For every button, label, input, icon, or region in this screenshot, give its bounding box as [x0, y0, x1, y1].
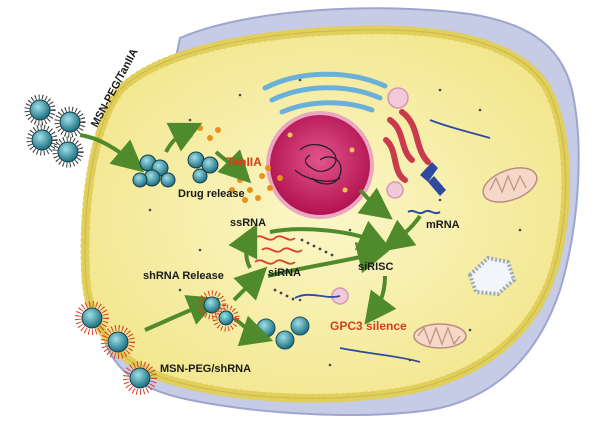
nucleus — [266, 111, 374, 219]
label-gpc3-silence: GPC3 silence — [330, 319, 407, 333]
mrna-strand — [339, 347, 421, 363]
vesicle — [387, 87, 409, 109]
label-sirna: siRNA — [268, 267, 301, 279]
pathway-arrows — [79, 122, 422, 347]
label-shrna-release: shRNA Release — [143, 270, 224, 282]
vesicle — [386, 181, 404, 199]
label-taniia: TanIIA — [226, 155, 262, 169]
sirna-dots — [273, 238, 334, 301]
mrna-strand — [407, 209, 441, 215]
mitochondrion — [413, 323, 467, 349]
mrna-strand — [294, 293, 341, 299]
golgi-apparatus — [262, 71, 388, 115]
label-sirisc: siRISC — [358, 261, 394, 273]
label-msn-peg-shrna: MSN-PEG/shRNA — [160, 363, 251, 375]
ssrna-strands — [254, 235, 303, 265]
lysosome — [467, 255, 517, 297]
mrna-strand — [429, 119, 491, 139]
internalized-nanoparticle-cluster — [132, 151, 219, 188]
endoplasmic-reticulum — [383, 109, 431, 183]
msn-peg-taniia-nanoparticles — [24, 94, 86, 168]
label-ssrna: ssRNA — [230, 217, 266, 229]
ribosome — [420, 162, 446, 196]
label-mrna: mRNA — [426, 219, 460, 231]
mitochondrion — [482, 167, 538, 203]
chromatin — [294, 143, 342, 185]
label-drug-release: Drug release — [178, 188, 245, 200]
msn-peg-shrna-nanoparticles — [75, 290, 240, 395]
